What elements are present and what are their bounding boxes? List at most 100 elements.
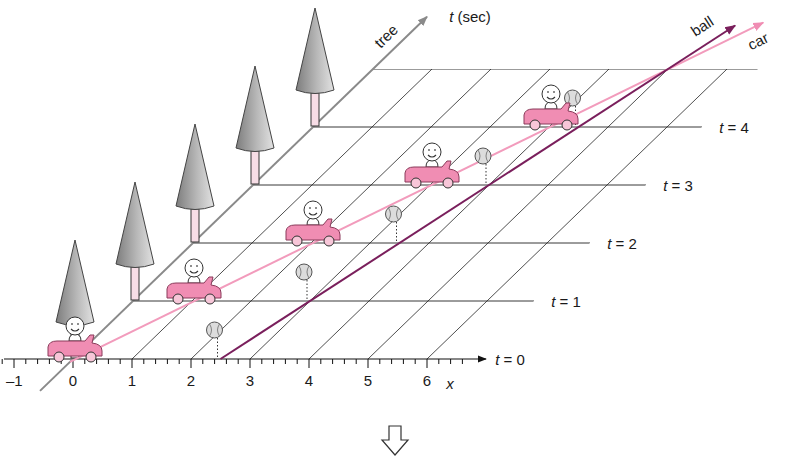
tree-trunk xyxy=(131,267,139,300)
ruler-tick xyxy=(297,359,298,364)
driver-face xyxy=(309,207,317,215)
time-label: t = 0 xyxy=(493,351,527,368)
driver-head xyxy=(66,317,84,335)
ruler-tick xyxy=(155,359,156,364)
ruler-tick xyxy=(96,359,97,364)
drop-line xyxy=(396,222,397,243)
ball-seam xyxy=(299,266,309,278)
ball xyxy=(386,206,402,243)
down-arrow xyxy=(382,426,408,455)
tick-number: 2 xyxy=(185,372,197,389)
time-label: t = 1 xyxy=(549,293,583,310)
ball-seam xyxy=(389,208,399,220)
ruler-tick xyxy=(379,359,380,364)
ruler-tick xyxy=(37,359,38,364)
driver-head xyxy=(304,201,322,219)
grid-line xyxy=(604,57,790,359)
car-wheel xyxy=(324,236,334,246)
ball-seam xyxy=(210,324,220,336)
grid-line xyxy=(722,57,790,359)
tree-crown xyxy=(296,8,334,94)
grid-line xyxy=(191,57,503,359)
time-line xyxy=(313,127,702,128)
time-label: t = 3 xyxy=(661,177,695,194)
ruler-tick xyxy=(261,359,262,364)
ruler-tick xyxy=(108,359,109,364)
car xyxy=(48,317,102,362)
grid-line xyxy=(545,57,790,359)
ruler-tick xyxy=(368,359,369,368)
driver-head xyxy=(542,85,560,103)
driver-head xyxy=(185,259,203,277)
ruler-tick xyxy=(427,359,428,368)
tick-number: 5 xyxy=(362,372,374,389)
ruler-tick xyxy=(214,359,215,364)
time-line xyxy=(193,243,590,244)
ruler-tick xyxy=(179,359,180,364)
tree-crown xyxy=(56,240,94,326)
tick-number: 3 xyxy=(244,372,256,389)
tree-crown xyxy=(116,182,154,268)
ball xyxy=(207,322,223,359)
ruler-tick xyxy=(391,359,392,364)
ball-worldline xyxy=(221,26,736,360)
ruler-tick xyxy=(167,359,168,364)
tree xyxy=(176,124,214,242)
ruler-tick xyxy=(143,359,144,364)
axis-label: tree xyxy=(369,20,402,53)
ruler-tick xyxy=(202,359,203,364)
ball xyxy=(296,264,312,301)
ruler-tick xyxy=(14,359,15,368)
tree-crown xyxy=(176,124,214,210)
grid-line xyxy=(250,57,562,359)
drop-line xyxy=(486,164,487,185)
car xyxy=(167,259,221,304)
ruler-tick xyxy=(438,359,439,364)
time-label: t = 2 xyxy=(605,235,639,252)
ruler-tick xyxy=(332,359,333,364)
ruler-tick xyxy=(120,359,121,364)
car-wheel xyxy=(173,294,183,304)
ball-body xyxy=(207,322,223,338)
ruler-tick xyxy=(356,359,357,364)
tree xyxy=(296,8,334,126)
worldline-label: ball xyxy=(686,11,718,40)
ruler-tick xyxy=(462,359,463,364)
ruler-tick xyxy=(273,359,274,364)
ruler-tick xyxy=(49,359,50,364)
tree-trunk xyxy=(191,209,199,242)
ball-body xyxy=(386,206,402,222)
tick-number: 4 xyxy=(303,372,315,389)
tick-number: –1 xyxy=(4,372,25,389)
tree-trunk xyxy=(311,93,319,126)
driver-head xyxy=(423,143,441,161)
car-wheel xyxy=(86,352,96,362)
ruler-tick xyxy=(25,359,26,364)
grid-line xyxy=(368,57,680,359)
driver-face xyxy=(190,265,198,273)
axis-label: x xyxy=(444,375,456,392)
ruler-tick xyxy=(191,359,192,368)
ruler-tick xyxy=(415,359,416,364)
grid-line xyxy=(663,57,790,359)
drop-line xyxy=(307,280,308,301)
car-wheel xyxy=(54,352,64,362)
tick-number: 0 xyxy=(67,372,79,389)
ball-seam xyxy=(478,150,488,162)
ruler-tick xyxy=(309,359,310,368)
drop-line xyxy=(217,338,218,359)
tree xyxy=(236,66,274,184)
grid-line xyxy=(309,57,621,359)
grid-line xyxy=(132,57,444,359)
ruler-tick xyxy=(403,359,404,364)
driver-face xyxy=(428,149,436,157)
worldline-label: car xyxy=(743,28,773,54)
time-line xyxy=(373,69,790,70)
car-wheel xyxy=(530,120,540,130)
ruler-tick xyxy=(250,359,251,368)
ball-body xyxy=(475,148,491,164)
ball-body xyxy=(296,264,312,280)
ruler-tick xyxy=(285,359,286,364)
ruler-tick xyxy=(84,359,85,364)
